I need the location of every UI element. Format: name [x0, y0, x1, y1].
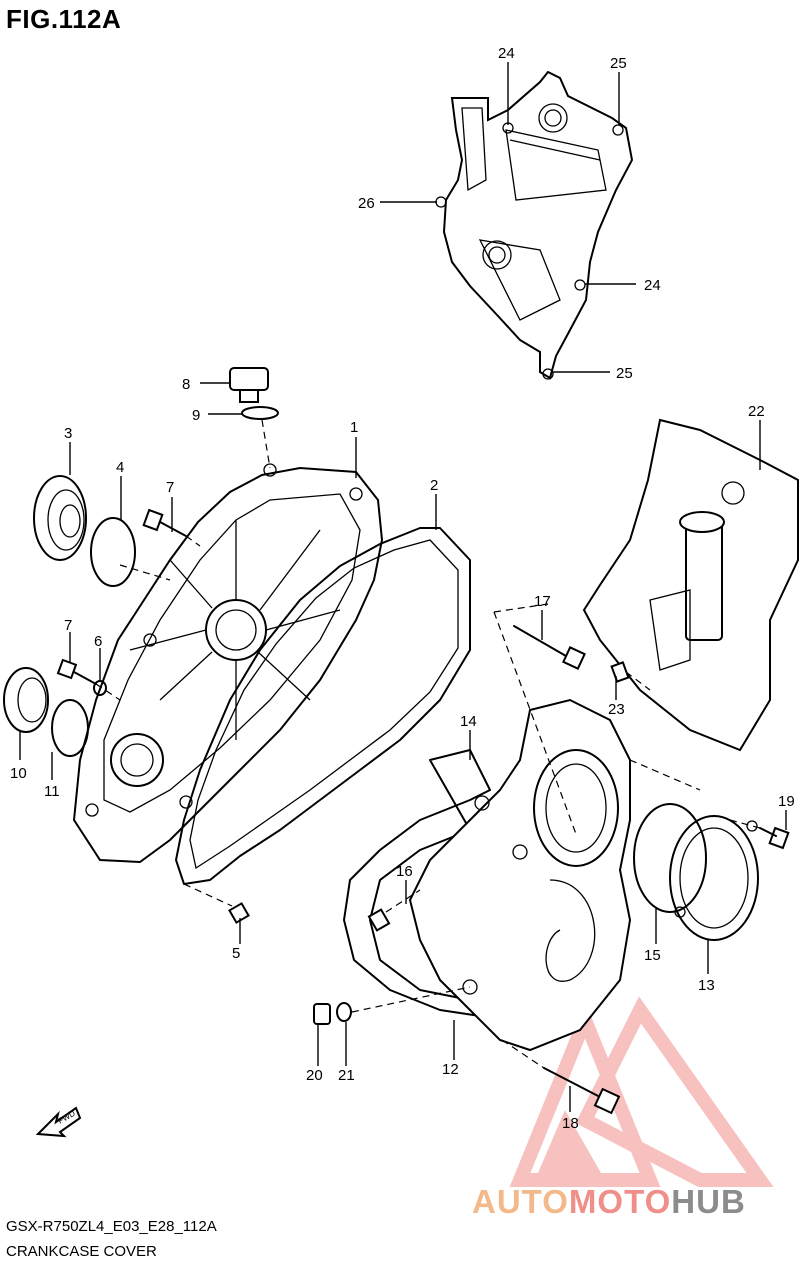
- callout-13: 13: [698, 977, 715, 994]
- callout-6: 6: [94, 633, 102, 650]
- watermark-part-auto: AUTO: [472, 1183, 569, 1220]
- callout-26: 26: [358, 195, 375, 212]
- callout-23: 23: [608, 701, 625, 718]
- leader-lines: [19, 62, 787, 1112]
- callout-3: 3: [64, 425, 72, 442]
- callout-25: 25: [610, 55, 627, 72]
- callout-5: 5: [232, 945, 240, 962]
- callout-25: 25: [616, 365, 633, 382]
- alignment-lines: [95, 419, 761, 1069]
- callout-12: 12: [442, 1061, 459, 1078]
- right-cover-part: [582, 418, 799, 752]
- model-code: GSX-R750ZL4_E03_E28_112A: [6, 1218, 217, 1235]
- callout-18: 18: [562, 1115, 579, 1132]
- callout-16: 16: [396, 863, 413, 880]
- callout-8: 8: [182, 376, 190, 393]
- clutch-cover-part: [343, 698, 632, 1052]
- callout-20: 20: [306, 1067, 323, 1084]
- callout-labels: 24 25 26 24 25 8 9 1 22 3 4 2 7 17 7 6 2…: [10, 45, 795, 1132]
- crankcase-cover-part: [72, 463, 384, 864]
- figure-title: FIG.112A: [6, 4, 122, 34]
- watermark-part-hub: HUB: [671, 1183, 746, 1220]
- callout-21: 21: [338, 1067, 355, 1084]
- fwd-arrow-icon: FWD: [35, 1106, 82, 1138]
- callout-9: 9: [192, 407, 200, 424]
- callout-2: 2: [430, 477, 438, 494]
- fastener-parts: [56, 367, 790, 1115]
- upper-bracket-part: [435, 70, 634, 380]
- callout-7: 7: [64, 617, 72, 634]
- callout-24: 24: [498, 45, 515, 62]
- callout-10: 10: [10, 765, 27, 782]
- callout-4: 4: [116, 459, 124, 476]
- callout-19: 19: [778, 793, 795, 810]
- watermark-text: AUTOMOTOHUB: [472, 1183, 746, 1221]
- oil-seal-parts: [3, 475, 136, 757]
- callout-7: 7: [166, 479, 174, 496]
- small-cover-part: [633, 803, 759, 941]
- callout-1: 1: [350, 419, 358, 436]
- callout-24: 24: [644, 277, 661, 294]
- section-name: CRANKCASE COVER: [6, 1243, 157, 1260]
- callout-22: 22: [748, 403, 765, 420]
- watermark-part-moto: MOTO: [568, 1183, 672, 1220]
- callout-17: 17: [534, 593, 551, 610]
- callout-14: 14: [460, 713, 477, 730]
- callout-11: 11: [44, 783, 60, 800]
- callout-15: 15: [644, 947, 661, 964]
